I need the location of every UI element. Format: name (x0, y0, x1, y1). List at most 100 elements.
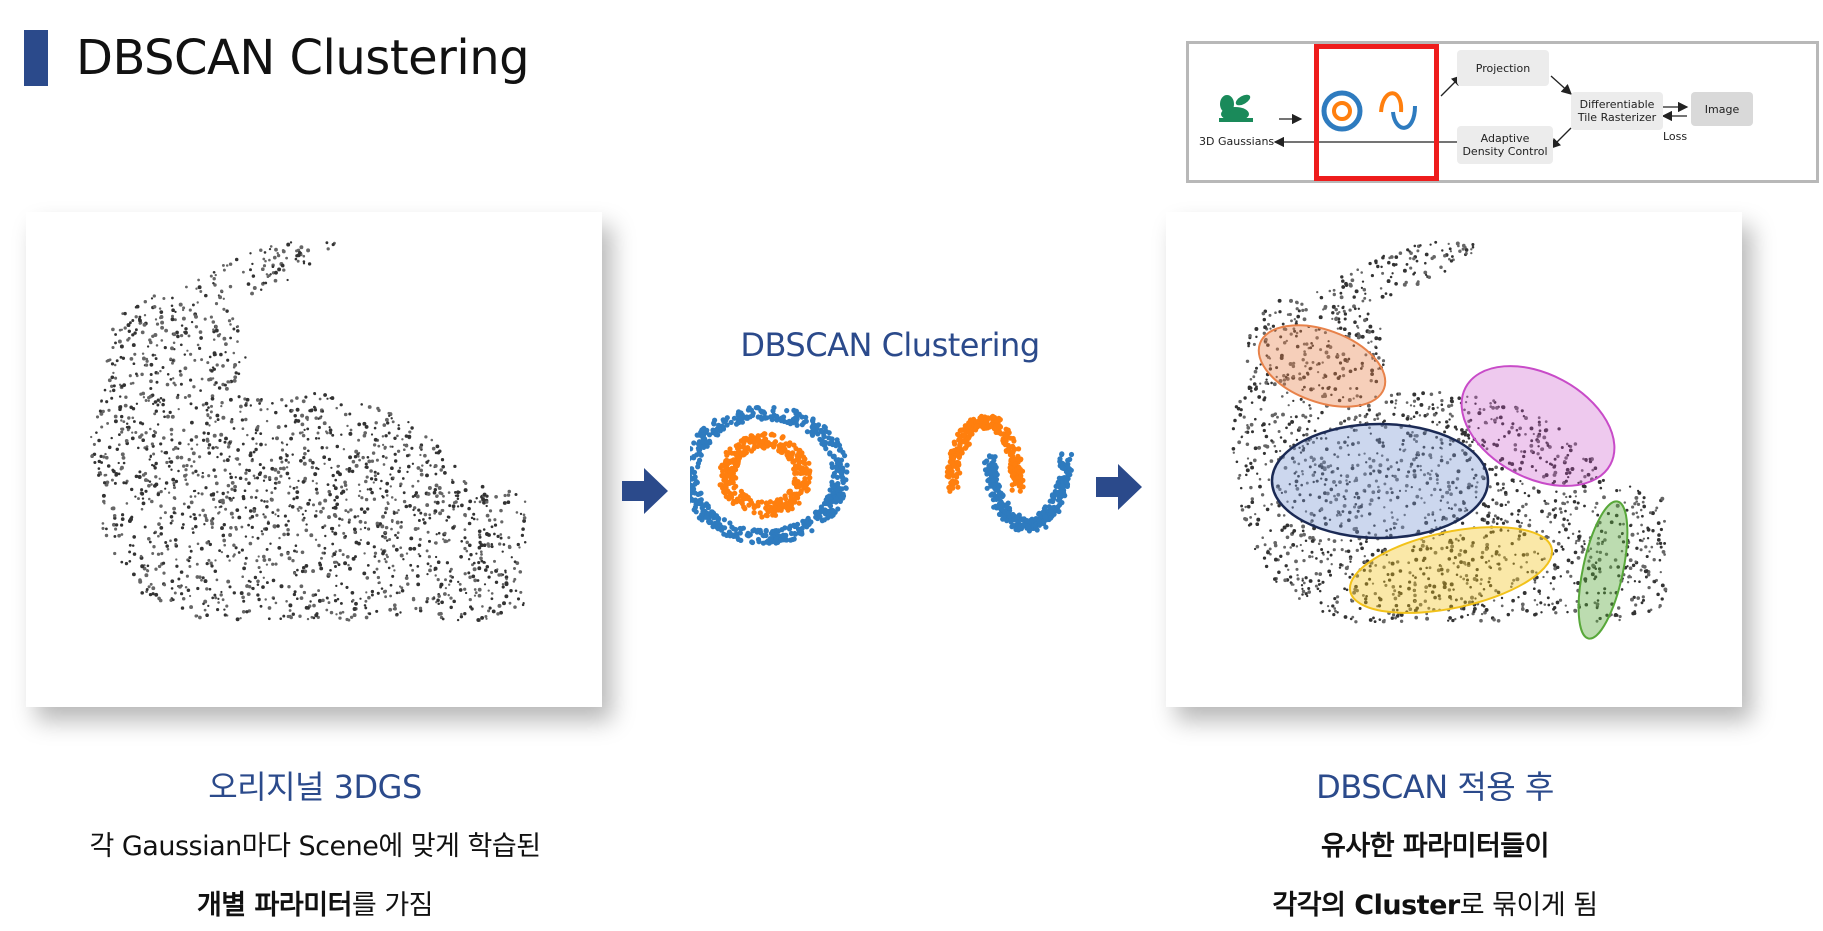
point-cloud-dot (1580, 469, 1584, 472)
point-cloud-dot (138, 579, 143, 584)
point-cloud-dot (156, 398, 160, 402)
point-cloud-dot (252, 474, 256, 478)
point-cloud-dot (433, 541, 437, 545)
point-cloud-dot (285, 471, 290, 476)
point-cloud-dot (245, 584, 249, 588)
point-cloud-dot (1256, 472, 1259, 475)
point-cloud-dot (1341, 352, 1346, 357)
point-cloud-dot (320, 556, 323, 560)
point-cloud-dot (1260, 493, 1265, 497)
point-cloud-dot (1573, 608, 1577, 613)
point-cloud-dot (1388, 561, 1391, 564)
point-cloud-dot (313, 408, 318, 412)
point-cloud-dot (288, 603, 293, 608)
point-cloud-dot (413, 513, 416, 517)
point-cloud-dot (110, 478, 114, 482)
point-cloud-dot (1345, 588, 1349, 592)
point-cloud-dot (103, 388, 107, 392)
point-cloud-dot (1368, 299, 1372, 302)
point-cloud-dot (192, 385, 196, 389)
point-cloud-dot (161, 366, 165, 369)
point-cloud-dot (482, 500, 486, 505)
cluster-point (1016, 446, 1022, 452)
point-cloud-dot (209, 410, 213, 414)
point-cloud-dot (287, 556, 292, 561)
point-cloud-dot (477, 545, 482, 550)
point-cloud-dot (1449, 458, 1452, 461)
cluster-point (1050, 498, 1056, 505)
point-cloud-dot (1307, 586, 1311, 591)
point-cloud-dot (1573, 582, 1576, 585)
cluster-point (724, 452, 730, 458)
point-cloud-dot (1300, 302, 1304, 306)
point-cloud-dot (1564, 509, 1567, 513)
point-cloud-dot (124, 481, 128, 485)
point-cloud-dot (193, 358, 197, 362)
point-cloud-dot (1359, 367, 1363, 370)
point-cloud-dot (293, 590, 297, 594)
point-cloud-dot (171, 598, 175, 602)
point-cloud-dot (214, 420, 217, 423)
point-cloud-dot (331, 433, 335, 437)
point-cloud-dot (419, 472, 424, 477)
cluster-point (778, 536, 784, 543)
point-cloud-dot (1460, 432, 1464, 436)
point-cloud-dot (1383, 482, 1387, 486)
cluster-point (825, 515, 831, 521)
point-cloud-dot (277, 546, 282, 550)
cluster-point (741, 448, 748, 455)
point-cloud-dot (474, 591, 478, 595)
point-cloud-dot (1370, 368, 1375, 373)
point-cloud-dot (1392, 412, 1396, 416)
point-cloud-dot (1336, 510, 1340, 513)
cluster-point (737, 530, 743, 536)
point-cloud-dot (1568, 471, 1572, 475)
point-cloud-dot (375, 609, 379, 613)
point-cloud-dot (182, 306, 186, 310)
cluster-point (946, 474, 952, 480)
point-cloud-dot (135, 372, 138, 376)
point-cloud-dot (120, 414, 124, 419)
point-cloud-dot (1300, 483, 1303, 487)
point-cloud-dot (1386, 573, 1390, 576)
point-cloud-dot (352, 527, 357, 532)
point-cloud-dot (306, 501, 311, 506)
cluster-point (1010, 449, 1016, 455)
point-cloud-dot (1343, 587, 1346, 591)
point-cloud-dot (273, 486, 277, 490)
point-cloud-dot (1330, 470, 1334, 474)
point-cloud-dot (488, 606, 492, 610)
point-cloud-dot (234, 546, 238, 550)
point-cloud-dot (1253, 417, 1257, 421)
point-cloud-dot (205, 613, 209, 617)
point-cloud-dot (221, 491, 225, 496)
point-cloud-dot (345, 498, 348, 501)
point-cloud-dot (260, 398, 263, 401)
point-cloud-dot (1368, 564, 1372, 568)
point-cloud-dot (254, 496, 258, 499)
point-cloud-dot (1312, 457, 1316, 462)
point-cloud-dot (437, 594, 441, 598)
point-cloud-dot (1416, 529, 1421, 534)
point-cloud-dot (186, 505, 191, 509)
cluster-point (733, 531, 739, 537)
point-cloud-dot (236, 329, 240, 333)
cluster-point (691, 454, 697, 460)
point-cloud-dot (100, 461, 104, 464)
point-cloud-dot (473, 500, 477, 504)
point-cloud-dot (1352, 344, 1356, 347)
point-cloud-dot (1520, 450, 1523, 453)
point-cloud-dot (425, 503, 430, 508)
point-cloud-dot (390, 417, 393, 420)
point-cloud-dot (429, 464, 432, 467)
point-cloud-dot (213, 383, 216, 387)
point-cloud-dot (141, 501, 146, 506)
cluster-point (695, 441, 702, 447)
point-cloud-dot (1470, 595, 1474, 600)
point-cloud-dot (159, 315, 164, 319)
point-cloud-dot (333, 531, 338, 536)
point-cloud-dot (194, 524, 198, 529)
point-cloud-dot (1285, 535, 1290, 540)
point-cloud-dot (1595, 619, 1599, 623)
point-cloud-dot (337, 563, 341, 567)
